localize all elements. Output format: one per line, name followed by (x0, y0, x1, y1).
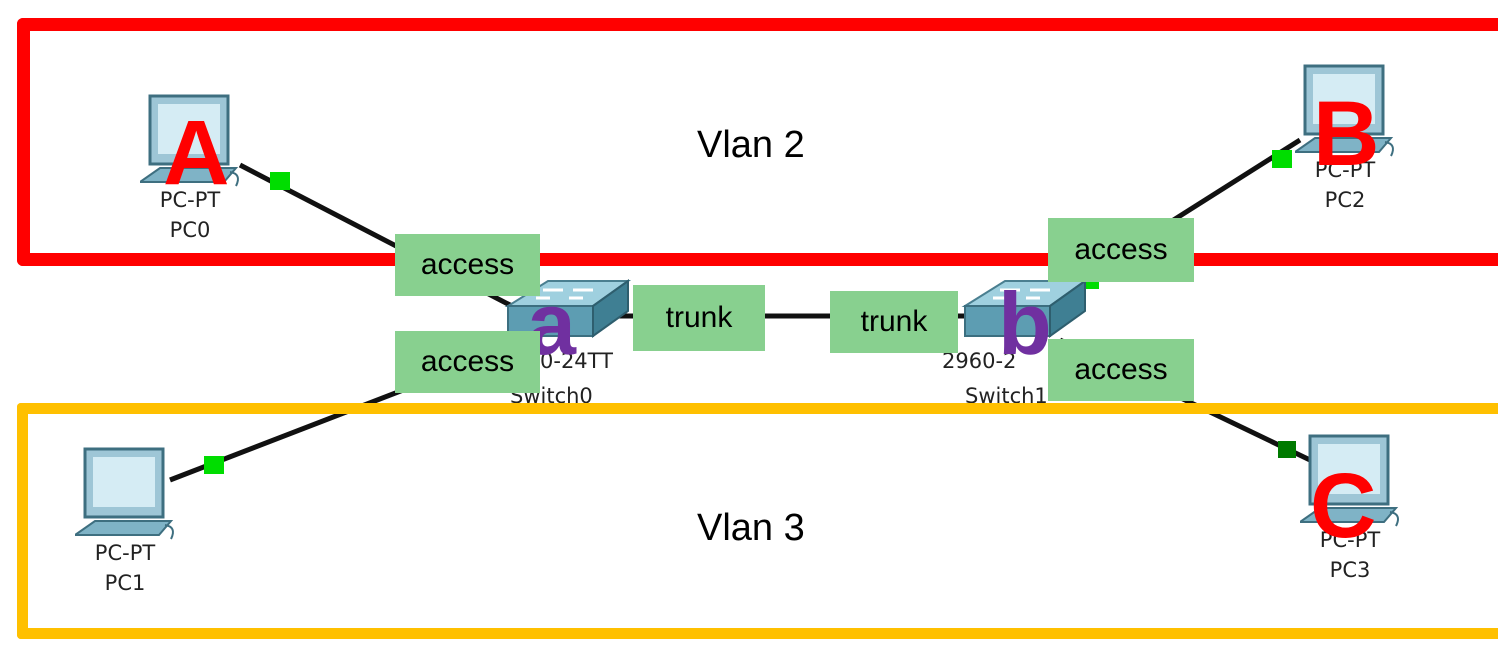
pc3: PC-PT PC3 (1300, 432, 1400, 582)
pc2-letter: B (1313, 83, 1380, 185)
pc2-model-label: PC-PT (1314, 158, 1376, 182)
pc1-model-label: PC-PT (94, 541, 156, 565)
vlan-3-label: Vlan 3 (697, 507, 805, 549)
pc0: PC-PT PC0 (140, 92, 240, 242)
port-light-pc1 (204, 456, 224, 474)
pc3-model-label: PC-PT (1319, 528, 1381, 552)
pc-icon (1300, 434, 1399, 527)
switch1-trunk-port-tag: trunk (830, 291, 958, 353)
pc0-letter: A (163, 102, 230, 204)
pc3-letter: C (1310, 455, 1377, 557)
port-light-pc0 (270, 172, 290, 190)
pc0-name-label: PC0 (169, 218, 211, 242)
switch0-pc0-port-tag: access (395, 234, 540, 296)
switch0-trunk-port-tag: trunk (633, 285, 765, 351)
pc1: PC-PT PC1 (75, 445, 175, 595)
pc2: PC-PT PC2 (1295, 62, 1395, 212)
switch0-model-label: 0-24TT (540, 349, 613, 373)
pc3-name-label: PC3 (1329, 558, 1371, 582)
switch1-pc3-port-tag: access (1048, 339, 1194, 401)
switch1-model-label: 2960-2 (942, 349, 1017, 373)
pc-icon (1295, 64, 1394, 157)
switch0-pc1-port-tag: access (395, 331, 540, 393)
port-light-pc2 (1272, 150, 1292, 168)
vlan-2-label: Vlan 2 (697, 124, 805, 166)
pc0-model-label: PC-PT (159, 188, 221, 212)
pc-icon (140, 94, 239, 187)
vlan-3-zone (17, 403, 1498, 639)
pc2-name-label: PC2 (1324, 188, 1366, 212)
switch1-pc2-port-tag: access (1048, 218, 1194, 282)
pc1-name-label: PC1 (104, 571, 146, 595)
switch1-letter: b (998, 274, 1052, 373)
port-light-pc3 (1278, 441, 1296, 458)
pc-icon (75, 447, 174, 540)
